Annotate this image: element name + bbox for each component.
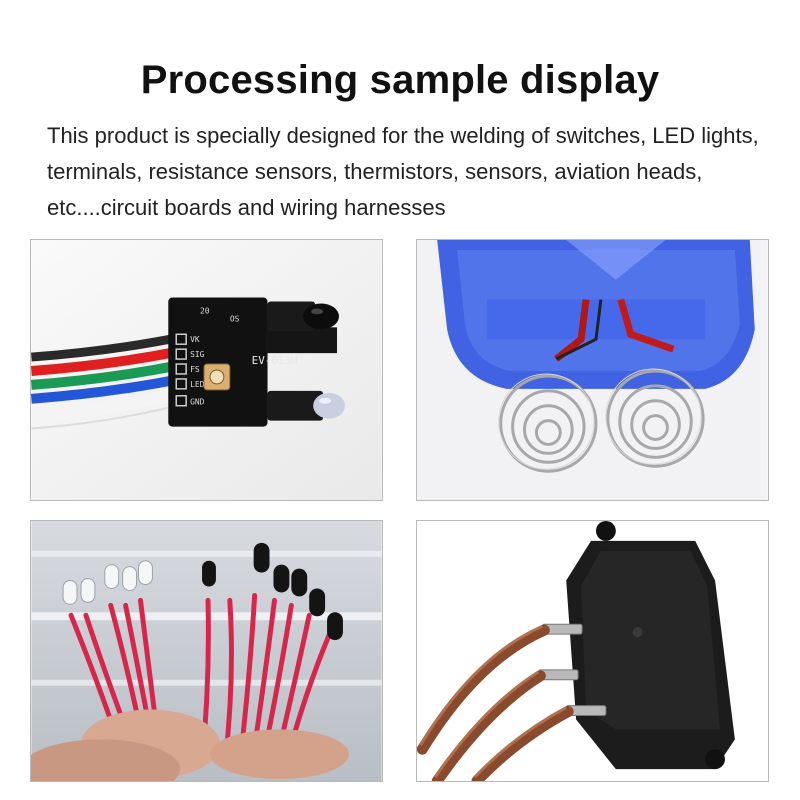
product-description: This product is specially designed for t… [47, 123, 759, 220]
sample-photo-power-socket [416, 520, 769, 782]
sample-photo-led-harness [30, 520, 383, 782]
power-socket-illustration [417, 521, 768, 781]
battery-spring-illustration [417, 240, 768, 500]
wire-white [31, 387, 182, 423]
pcb-small-label: OS [230, 314, 240, 323]
pin-label: LED [190, 380, 205, 389]
sample-photo-battery-springs [416, 239, 769, 501]
wire-green [31, 360, 182, 390]
pin-label: SIG [190, 350, 205, 359]
pin-label: GND [190, 398, 205, 407]
pcb-small-label: 20 [200, 306, 210, 315]
wire-black [31, 332, 182, 362]
circuit-board-illustration: EV-013H VK SIG FS LED GND OS 20 [31, 240, 382, 500]
pin-label: VK [190, 335, 200, 344]
wire-blue [31, 374, 182, 404]
page-title: Processing sample display [140, 58, 660, 102]
wire-red [31, 346, 182, 376]
led-harness-illustration [31, 521, 382, 781]
board-label: EV-013H [252, 354, 298, 367]
sample-photo-circuit-board: EV-013H VK SIG FS LED GND OS 20 [30, 239, 383, 501]
pcb-board [168, 297, 268, 427]
pin-label: FS [190, 365, 200, 374]
